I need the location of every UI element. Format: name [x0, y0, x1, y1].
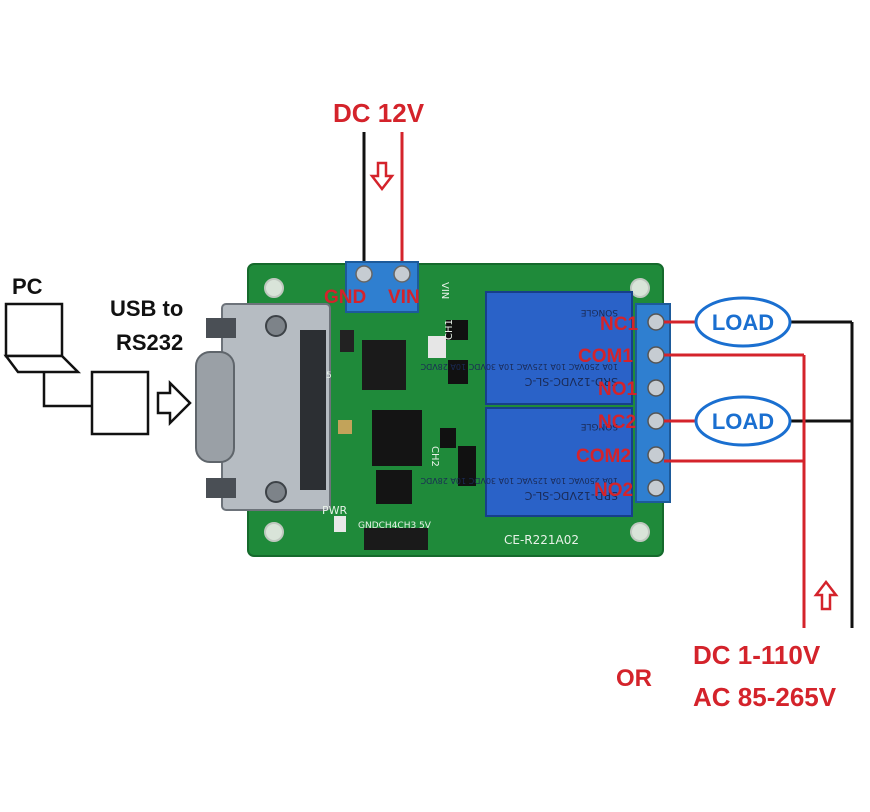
terminal-nc1: NC1	[600, 314, 638, 335]
load-2-label: LOAD	[712, 409, 774, 434]
converter-label-2: RS232	[116, 330, 183, 355]
supply-ac: AC 85-265V	[693, 682, 837, 712]
power-terminal	[345, 261, 419, 313]
db9-connector-icon	[195, 303, 331, 511]
board-components	[334, 320, 476, 550]
supply-dc: DC 1-110V	[693, 640, 821, 670]
silk-ch1: CH1	[444, 319, 455, 340]
relay-1-rating: 10A 250VAC 10A 125VAC 10A 30VDC 10A 28VD…	[420, 362, 618, 371]
terminal-no2: NO2	[594, 480, 633, 501]
pc-label: PC	[12, 274, 43, 299]
terminal-com2: COM2	[576, 446, 631, 467]
relay-2-model: SRD-12VDC-SL-C	[524, 489, 618, 502]
silk-pins: GNDCH4CH3 5V	[358, 521, 432, 531]
relay-2-text: SRD-12VDC-SL-C 10A 250VAC 10A 125VAC 10A…	[420, 421, 618, 502]
pc-cable	[42, 372, 92, 408]
usb-adapter-icon	[90, 370, 150, 436]
converter-label-1: USB to	[110, 296, 183, 321]
load-wiring	[664, 320, 854, 628]
arrow-up-icon	[813, 579, 839, 611]
vin-label: VIN	[388, 287, 420, 308]
relay-1-text: SRD-12VDC-SL-C 10A 250VAC 10A 125VAC 10A…	[420, 307, 618, 388]
silk-pwr: PWR	[322, 504, 348, 517]
arrow-down-icon	[369, 161, 395, 192]
board-name: CE-R221A02	[504, 533, 579, 547]
supply-or: OR	[616, 665, 652, 692]
silk-vin: VIN	[439, 282, 450, 299]
laptop-icon	[3, 302, 82, 374]
terminal-nc2: NC2	[598, 412, 636, 433]
gnd-label: GND	[324, 287, 366, 308]
terminal-com1: COM1	[578, 346, 633, 367]
load-2: LOAD	[694, 395, 792, 447]
relay-2-rating: 10A 250VAC 10A 125VAC 10A 30VDC 10A 28VD…	[420, 476, 618, 485]
output-terminal	[635, 303, 671, 503]
relay-2-brand: SONGLE	[580, 421, 618, 431]
relay-1-model: SRD-12VDC-SL-C	[524, 375, 618, 388]
relay-icon	[485, 291, 633, 517]
arrow-right-icon	[156, 379, 192, 427]
terminal-no1: NO1	[598, 379, 638, 400]
silk-ch2: CH2	[429, 446, 440, 467]
relay-1-brand: SONGLE	[580, 307, 618, 317]
load-1: LOAD	[694, 296, 792, 348]
power-title: DC 12V	[333, 98, 425, 128]
load-1-label: LOAD	[712, 310, 774, 335]
silk-5: 5	[326, 371, 332, 381]
